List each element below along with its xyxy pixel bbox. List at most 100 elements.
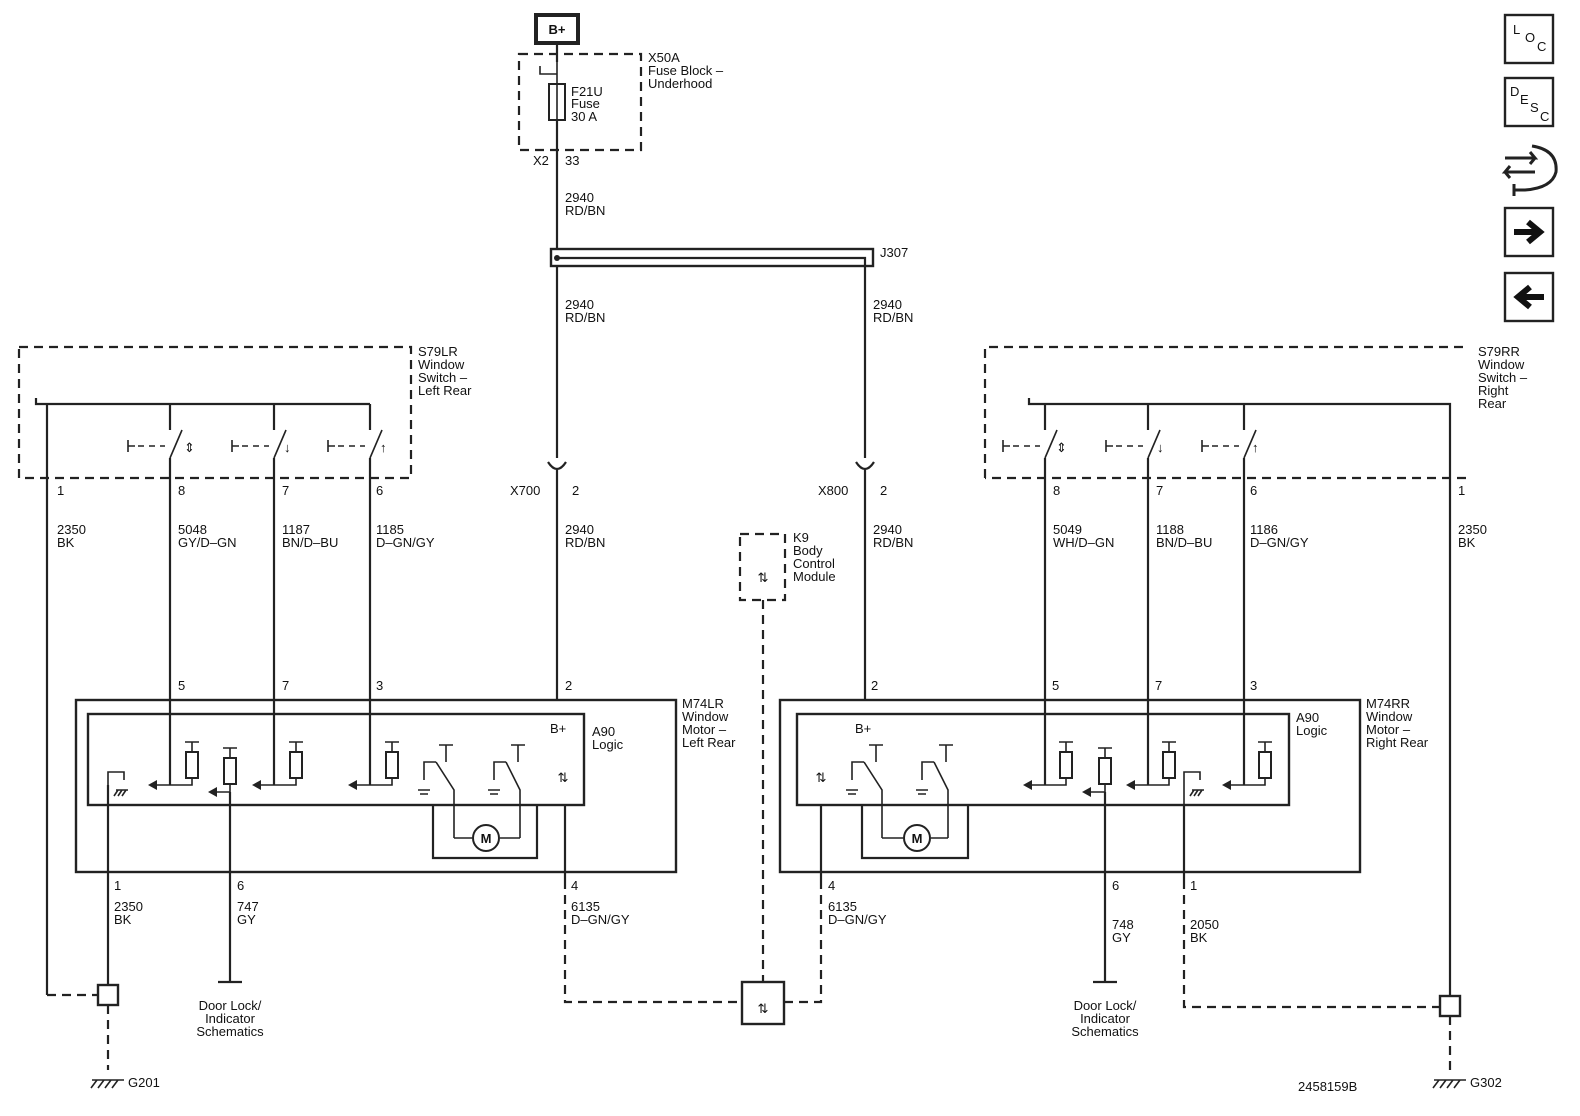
lr-wire-2-color: GY/D–GN [178, 535, 237, 550]
motor-left-rear: M74LR Window Motor – Left Rear A90 Logic… [74, 678, 736, 995]
desc-letter-d: D [1510, 84, 1519, 99]
door-lock-ref-right: Door Lock/ Indicator Schematics [1071, 998, 1139, 1039]
serial-data-symbol: ⇅ [740, 980, 786, 1026]
rr-wire-4-circuit: 2350 [1458, 522, 1487, 537]
lr-wire-1-color: BK [57, 535, 75, 550]
svg-text:⇅: ⇅ [816, 770, 827, 785]
body-control-module: ⇅ K9 Body Control Module [738, 530, 836, 982]
connector-end-view-button[interactable] [1501, 144, 1558, 196]
left-feed-color: RD/BN [565, 310, 605, 325]
door-lock-ref-left: Door Lock/ Indicator Schematics [196, 998, 264, 1039]
rr-bottom-wire-2-circuit: 748 [1112, 917, 1134, 932]
loc-letter-c: C [1537, 39, 1546, 54]
switch-rr-desc-1: Window [1478, 357, 1525, 372]
lr-wire-4-circuit: 1185 [376, 522, 404, 537]
switch-lr-desc-3: Left Rear [418, 383, 472, 398]
double-arrow-icon [1505, 151, 1539, 165]
left-lower-feed-circuit: 2940 [565, 522, 594, 537]
fuse-block-desc-2: Underhood [648, 76, 712, 91]
motor-lr-name: M74LR [682, 696, 724, 711]
switch-lr-desc-2: Switch – [418, 370, 468, 385]
left-lower-feed-color: RD/BN [565, 535, 605, 550]
motor-rr-desc-3: Right Rear [1366, 735, 1429, 750]
motor-lr-logic-1: A90 [592, 724, 615, 739]
rr-bottom-pin-4: 4 [828, 878, 835, 893]
connector-x700-pin: 2 [572, 483, 579, 498]
diagram-id: 2458159B [1298, 1079, 1357, 1094]
ground-g302: G302 [1432, 1075, 1502, 1090]
switch-lr-desc-1: Window [418, 357, 465, 372]
svg-text:↓: ↓ [1157, 440, 1164, 455]
rr-bottom-pin-6: 6 [1112, 878, 1119, 893]
motor-rr-desc-2: Motor – [1366, 722, 1411, 737]
motor-rr-desc-1: Window [1366, 709, 1413, 724]
location-button[interactable]: L O C [1503, 13, 1555, 65]
lr-bottom-wire-1-circuit: 2350 [114, 899, 143, 914]
fuse-block: F21U Fuse 30 A X50A Fuse Block – Underho… [517, 50, 724, 168]
motor-rr-pin-5: 5 [1052, 678, 1059, 693]
motor-lr-desc-2: Motor – [682, 722, 727, 737]
connector-x700-name: X700 [510, 483, 540, 498]
lr-bottom-pin-4: 4 [571, 878, 578, 893]
rr-bottom-wire-1-color: D–GN/GY [828, 912, 887, 927]
bcm-updown-icon: ⇅ [758, 570, 769, 585]
fuse-block-connector: X2 [533, 153, 549, 168]
motor-lr-motor-symbol: M [481, 831, 492, 846]
previous-page-button[interactable] [1503, 271, 1555, 323]
rr-switch-pin-8: 8 [1053, 483, 1060, 498]
svg-text:↓: ↓ [284, 440, 291, 455]
lr-switch-pin-7: 7 [282, 483, 289, 498]
arrow-left-icon [1513, 284, 1544, 310]
desc-letter-e: E [1520, 92, 1529, 107]
lr-bottom-pin-6: 6 [237, 878, 244, 893]
svg-text:⇅: ⇅ [558, 770, 569, 785]
switch-rr-name: S79RR [1478, 344, 1520, 359]
rr-wire-1-color: WH/D–GN [1053, 535, 1114, 550]
right-feed-color: RD/BN [873, 310, 913, 325]
fuse-rating: 30 A [571, 109, 597, 124]
motor-right-rear: M74RR Window Motor – Right Rear A90 Logi… [778, 678, 1429, 982]
lr-bottom-pin-1: 1 [114, 878, 121, 893]
lr-bottom-wire-1-color: BK [114, 912, 132, 927]
bcm-desc-2: Control [793, 556, 835, 571]
bcm-name: K9 [793, 530, 809, 545]
serial-data-icon: ⇅ [758, 1001, 769, 1016]
ground-left-label: G201 [128, 1075, 160, 1090]
lr-bottom-wire-2-circuit: 747 [237, 899, 259, 914]
lr-bottom-wire-3-color: D–GN/GY [571, 912, 630, 927]
motor-lr-pin-3: 3 [376, 678, 383, 693]
left-feed-circuit: 2940 [565, 297, 594, 312]
motor-lr-pin-5: 5 [178, 678, 185, 693]
right-lower-feed-circuit: 2940 [873, 522, 902, 537]
rr-bottom-wire-2-color: GY [1112, 930, 1131, 945]
door-lock-right-1: Door Lock/ [1074, 998, 1137, 1013]
rr-switch-pin-6: 6 [1250, 483, 1257, 498]
lr-wire-4-color: D–GN/GY [376, 535, 435, 550]
lr-switch-pin-8: 8 [178, 483, 185, 498]
motor-rr-pin-3: 3 [1250, 678, 1257, 693]
rr-bottom-wire-3-color: BK [1190, 930, 1208, 945]
lr-switch-pin-6: 6 [376, 483, 383, 498]
rr-switch-pin-7: 7 [1156, 483, 1163, 498]
motor-rr-logic-2: Logic [1296, 723, 1328, 738]
motor-lr-desc-3: Left Rear [682, 735, 736, 750]
svg-text:⇕: ⇕ [184, 440, 195, 455]
ground-splice-left [96, 983, 120, 1007]
bcm-desc-1: Body [793, 543, 823, 558]
fuse-block-name: X50A [648, 50, 680, 65]
rr-wire-1-circuit: 5049 [1053, 522, 1082, 537]
lr-bottom-wire-2-color: GY [237, 912, 256, 927]
rr-bottom-wire-3-circuit: 2050 [1190, 917, 1219, 932]
door-lock-left-2: Indicator [205, 1011, 256, 1026]
description-button[interactable]: D E S C [1503, 76, 1555, 128]
svg-text:⇕: ⇕ [1056, 440, 1067, 455]
rr-wire-3-color: D–GN/GY [1250, 535, 1309, 550]
fuse-block-desc-1: Fuse Block – [648, 63, 724, 78]
motor-rr-motor-symbol: M [912, 831, 923, 846]
ground-g201: G201 [90, 1075, 160, 1090]
rr-wire-4-color: BK [1458, 535, 1476, 550]
fuse-block-pin: 33 [565, 153, 579, 168]
battery-terminal: B+ [534, 13, 580, 45]
connector-x800-name: X800 [818, 483, 848, 498]
next-page-button[interactable] [1503, 206, 1555, 258]
